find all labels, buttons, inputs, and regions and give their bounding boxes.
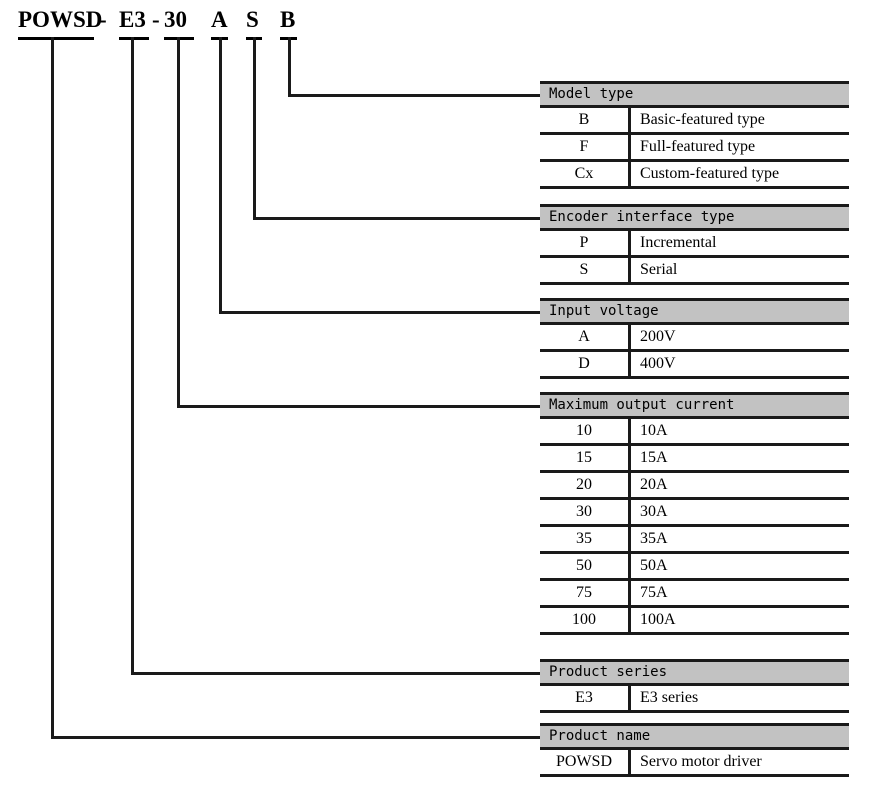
row-description: Full-featured type	[640, 138, 756, 155]
row-code: 35	[540, 527, 631, 551]
table-row: 75 75A	[540, 581, 849, 608]
row-description: 15A	[640, 449, 668, 466]
row-code: F	[540, 135, 631, 159]
leader-line-horizontal	[177, 405, 540, 408]
leader-line-vertical	[288, 37, 291, 95]
leader-line-horizontal	[219, 311, 540, 314]
row-code: A	[540, 325, 631, 349]
row-description: Serial	[640, 261, 678, 278]
table-row: B Basic-featured type	[540, 108, 849, 135]
table-row: S Serial	[540, 258, 849, 285]
table-row: F Full-featured type	[540, 135, 849, 162]
row-description: 20A	[640, 476, 668, 493]
row-code: 10	[540, 419, 631, 443]
leader-line-horizontal	[253, 217, 540, 220]
table-row: P Incremental	[540, 231, 849, 258]
code-segment-s: S	[246, 7, 259, 32]
leader-line-vertical	[131, 37, 134, 673]
table-row: 30 30A	[540, 500, 849, 527]
row-description: Servo motor driver	[640, 753, 762, 770]
code-separator-dash: -	[99, 7, 107, 32]
row-description: Incremental	[640, 234, 717, 251]
code-segment-a: A	[211, 7, 228, 32]
spec-block-header: Input voltage	[540, 298, 849, 325]
code-separator-dash: -	[152, 7, 160, 32]
leader-line-vertical	[177, 37, 180, 406]
row-code: D	[540, 352, 631, 376]
table-row: D 400V	[540, 352, 849, 379]
row-code: 100	[540, 608, 631, 632]
table-row: A 200V	[540, 325, 849, 352]
table-row: Cx Custom-featured type	[540, 162, 849, 189]
spec-block-header: Product name	[540, 723, 849, 750]
table-row: POWSD Servo motor driver	[540, 750, 849, 777]
spec-block-header: Product series	[540, 659, 849, 686]
table-row: 50 50A	[540, 554, 849, 581]
row-description: 200V	[640, 328, 676, 345]
code-segment-underline	[119, 37, 149, 40]
row-description: 100A	[640, 611, 676, 628]
spec-block-header: Maximum output current	[540, 392, 849, 419]
row-description: 30A	[640, 503, 668, 520]
row-code: 75	[540, 581, 631, 605]
row-code: 20	[540, 473, 631, 497]
code-segment-e3: E3	[119, 7, 146, 32]
row-code: B	[540, 108, 631, 132]
table-row: 100 100A	[540, 608, 849, 635]
spec-block-header: Model type	[540, 81, 849, 108]
table-row: E3 E3 series	[540, 686, 849, 713]
row-description: 10A	[640, 422, 668, 439]
leader-line-vertical	[219, 37, 222, 312]
row-description: Basic-featured type	[640, 111, 765, 128]
code-segment-underline	[18, 37, 94, 40]
leader-line-vertical	[51, 37, 54, 737]
table-row: 20 20A	[540, 473, 849, 500]
row-description: 400V	[640, 355, 676, 372]
row-code: 30	[540, 500, 631, 524]
row-description: 35A	[640, 530, 668, 547]
row-code: E3	[540, 686, 631, 710]
leader-line-horizontal	[288, 94, 540, 97]
row-code: P	[540, 231, 631, 255]
row-description: Custom-featured type	[640, 165, 780, 182]
leader-line-vertical	[253, 37, 256, 218]
row-code: POWSD	[540, 750, 631, 774]
row-code: 50	[540, 554, 631, 578]
row-code: Cx	[540, 162, 631, 186]
leader-line-horizontal	[131, 672, 540, 675]
row-description: E3 series	[640, 689, 699, 706]
code-segment-powsd: POWSD	[18, 7, 103, 32]
code-segment-b: B	[280, 7, 296, 32]
table-row: 15 15A	[540, 446, 849, 473]
table-row: 10 10A	[540, 419, 849, 446]
row-description: 50A	[640, 557, 668, 574]
spec-block-header: Encoder interface type	[540, 204, 849, 231]
row-code: S	[540, 258, 631, 282]
row-code: 15	[540, 446, 631, 470]
row-description: 75A	[640, 584, 668, 601]
code-segment-30: 30	[164, 7, 187, 32]
table-row: 35 35A	[540, 527, 849, 554]
leader-line-horizontal	[51, 736, 540, 739]
